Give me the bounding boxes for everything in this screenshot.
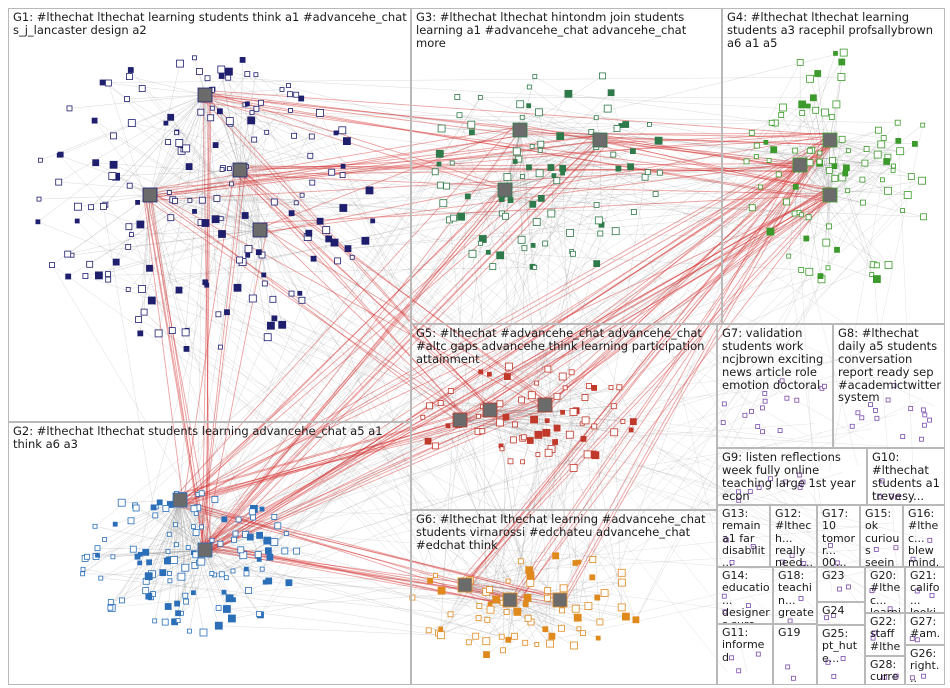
group-panel-g28: G28: curren... bbox=[865, 656, 905, 685]
group-panel-g8: G8: #lthechat daily a5 students conversa… bbox=[833, 324, 945, 448]
group-label-g21: G21: califo... lookin... bbox=[910, 570, 942, 613]
group-panel-g10: G10: #lthechat students a1 trevesy... bbox=[867, 448, 945, 505]
group-panel-g13: G13: remain a1 far disabilit... bbox=[717, 505, 770, 567]
group-panel-g12: G12: #lthech... really need... bbox=[770, 505, 817, 567]
group-panel-g1: G1: #lthechat lthechat learning students… bbox=[8, 8, 411, 422]
group-panel-g3: G3: #lthechat lthechat hintondm join stu… bbox=[411, 8, 722, 324]
group-panel-g15: G15: ok curious seeing every... bbox=[860, 505, 903, 567]
group-label-g28: G28: curren... bbox=[870, 659, 902, 685]
group-label-g27: G27: #am... bbox=[910, 616, 942, 645]
group-panel-g4: G4: #lthechat lthechat learning students… bbox=[722, 8, 945, 324]
group-panel-g25: G25: pt_hute... bbox=[817, 625, 865, 685]
group-panel-g17: G17: 10 tomorr... 00... bbox=[817, 505, 860, 567]
group-label-g16: G16: #lthec... blew mind... bbox=[908, 508, 942, 567]
group-panel-g14: G14: educatio... designers sure... bbox=[717, 567, 773, 624]
group-panel-g9: G9: listen reflections week fully online… bbox=[717, 448, 867, 505]
group-label-g3: G3: #lthechat lthechat hintondm join stu… bbox=[416, 11, 719, 50]
group-label-g1: G1: #lthechat lthechat learning students… bbox=[13, 11, 408, 37]
group-panel-g23: G23 bbox=[817, 567, 865, 602]
group-panel-g26: G26: right... bbox=[905, 645, 945, 685]
group-panel-g16: G16: #lthec... blew mind... bbox=[903, 505, 945, 567]
group-panel-g2: G2: #lthechat lthechat students learning… bbox=[8, 422, 411, 685]
group-panel-g18: G18: teachin... greate... bbox=[773, 567, 817, 624]
group-panel-g24: G24 bbox=[817, 602, 865, 625]
group-panel-g22: G22: staff #lthec... bbox=[865, 613, 905, 656]
group-label-g2: G2: #lthechat lthechat students learning… bbox=[13, 425, 408, 451]
group-label-g13: G13: remain a1 far disabilit... bbox=[722, 508, 767, 567]
group-label-g19: G19 bbox=[778, 627, 814, 639]
group-label-g20: G20: #lthec... learni... bbox=[870, 570, 902, 613]
group-panel-g21: G21: califo... lookin... bbox=[905, 567, 945, 613]
group-label-g6: G6: #lthechat lthechat learning #advance… bbox=[416, 513, 714, 552]
group-label-g17: G17: 10 tomorr... 00... bbox=[822, 508, 857, 567]
group-label-g23: G23 bbox=[822, 570, 862, 582]
group-label-g12: G12: #lthech... really need... bbox=[775, 508, 814, 567]
group-panel-g7: G7: validation students work ncjbrown ex… bbox=[717, 324, 833, 448]
group-label-g15: G15: ok curious seeing every... bbox=[865, 508, 900, 567]
group-label-g8: G8: #lthechat daily a5 students conversa… bbox=[838, 327, 942, 404]
group-label-g24: G24 bbox=[822, 605, 862, 617]
group-panel-g27: G27: #am... bbox=[905, 613, 945, 645]
group-label-g4: G4: #lthechat lthechat learning students… bbox=[727, 11, 942, 50]
group-label-g5: G5: #lthechat #advancehe_chat advancehe_… bbox=[416, 327, 714, 366]
group-panel-g20: G20: #lthec... learni... bbox=[865, 567, 905, 613]
group-label-g14: G14: educatio... designers sure... bbox=[722, 570, 770, 624]
group-panel-g6: G6: #lthechat lthechat learning #advance… bbox=[411, 510, 717, 685]
group-label-g11: G11: informed bbox=[722, 627, 770, 664]
group-panel-g19: G19 bbox=[773, 624, 817, 685]
group-panel-g5: G5: #lthechat #advancehe_chat advancehe_… bbox=[411, 324, 717, 510]
group-label-g9: G9: listen reflections week fully online… bbox=[722, 451, 864, 503]
group-label-g7: G7: validation students work ncjbrown ex… bbox=[722, 327, 830, 391]
group-label-g22: G22: staff #lthec... bbox=[870, 616, 902, 656]
group-label-g25: G25: pt_hute... bbox=[822, 628, 862, 665]
group-panel-g11: G11: informed bbox=[717, 624, 773, 685]
group-label-g10: G10: #lthechat students a1 trevesy... bbox=[872, 451, 942, 503]
group-label-g18: G18: teachin... greate... bbox=[778, 570, 814, 624]
group-label-g26: G26: right... bbox=[910, 648, 942, 685]
